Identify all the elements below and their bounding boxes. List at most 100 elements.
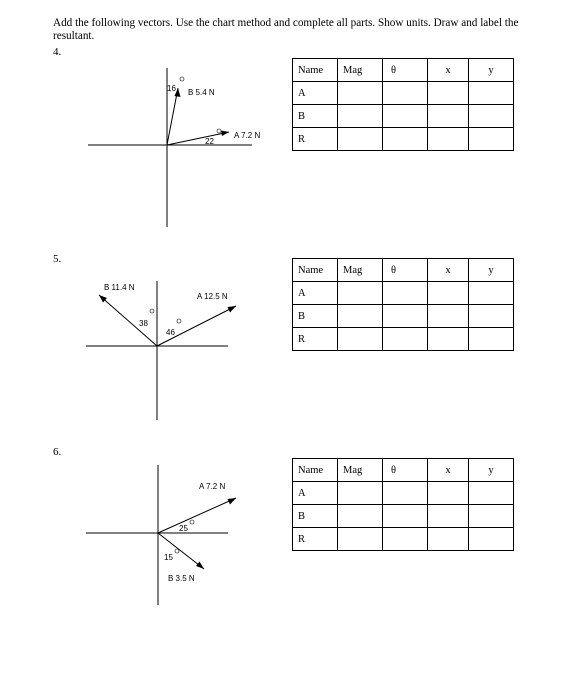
header-name: Name bbox=[292, 458, 338, 482]
cell-x[interactable] bbox=[427, 504, 469, 528]
instructions-text: Add the following vectors. Use the chart… bbox=[53, 17, 519, 42]
row-label: R bbox=[292, 127, 338, 151]
problem-number-5: 5. bbox=[53, 253, 62, 265]
header-y: y bbox=[468, 458, 514, 482]
vector-b-arrowhead bbox=[99, 295, 107, 303]
angle-label-a: 22 bbox=[205, 137, 214, 146]
degree-symbol bbox=[216, 128, 222, 134]
cell-mag[interactable] bbox=[337, 481, 383, 505]
table-header-row: Name Mag θ x y bbox=[292, 458, 514, 482]
cell-y[interactable] bbox=[468, 527, 514, 551]
degree-symbol bbox=[176, 318, 182, 324]
vector-chart-table-5: Name Mag θ x y A B R bbox=[292, 258, 514, 351]
cell-x[interactable] bbox=[427, 481, 469, 505]
magnitude-label-b: B 5.4 N bbox=[188, 88, 215, 97]
cell-y[interactable] bbox=[468, 127, 514, 151]
cell-theta[interactable] bbox=[382, 127, 428, 151]
vector-a-arrowhead bbox=[221, 130, 229, 136]
angle-label-b: 15 bbox=[164, 553, 173, 562]
header-theta: θ bbox=[382, 458, 428, 482]
row-label: A bbox=[292, 81, 338, 105]
cell-y[interactable] bbox=[468, 304, 514, 328]
cell-mag[interactable] bbox=[337, 81, 383, 105]
row-label: R bbox=[292, 527, 338, 551]
cell-mag[interactable] bbox=[337, 504, 383, 528]
vector-a-arrowhead bbox=[227, 306, 236, 313]
row-label: B bbox=[292, 104, 338, 128]
degree-symbol bbox=[189, 519, 195, 525]
vector-diagram-6: A 7.2 N 25 15 B 3.5 N bbox=[86, 465, 237, 605]
degree-symbol bbox=[149, 308, 155, 314]
header-theta: θ bbox=[382, 258, 428, 282]
cell-theta[interactable] bbox=[382, 281, 428, 305]
angle-label-b: 16 bbox=[167, 84, 176, 93]
cell-x[interactable] bbox=[427, 304, 469, 328]
magnitude-label-a: A 7.2 N bbox=[199, 482, 225, 491]
cell-y[interactable] bbox=[468, 504, 514, 528]
vector-b-arrowhead bbox=[196, 561, 204, 569]
cell-theta[interactable] bbox=[382, 304, 428, 328]
row-label: B bbox=[292, 304, 338, 328]
cell-mag[interactable] bbox=[337, 527, 383, 551]
vector-diagram-5: B 11.4 N A 12.5 N 38 46 bbox=[86, 281, 237, 420]
vector-b bbox=[98, 294, 158, 347]
cell-theta[interactable] bbox=[382, 481, 428, 505]
vector-chart-table-4: Name Mag θ x y A B R bbox=[292, 58, 514, 151]
cell-x[interactable] bbox=[427, 81, 469, 105]
angle-label-a: 25 bbox=[179, 524, 188, 533]
vector-a bbox=[166, 131, 230, 146]
cell-x[interactable] bbox=[427, 327, 469, 351]
cell-x[interactable] bbox=[427, 104, 469, 128]
cell-y[interactable] bbox=[468, 104, 514, 128]
table-row: R bbox=[292, 127, 514, 151]
cell-y[interactable] bbox=[468, 481, 514, 505]
table-row: A bbox=[292, 481, 514, 505]
table-row: B bbox=[292, 504, 514, 528]
header-x: x bbox=[427, 258, 469, 282]
vector-a bbox=[156, 305, 237, 347]
cell-x[interactable] bbox=[427, 281, 469, 305]
magnitude-label-a: A 12.5 N bbox=[197, 292, 228, 301]
header-mag: Mag bbox=[337, 458, 383, 482]
degree-symbol bbox=[179, 76, 185, 82]
cell-theta[interactable] bbox=[382, 327, 428, 351]
cell-y[interactable] bbox=[468, 81, 514, 105]
cell-mag[interactable] bbox=[337, 104, 383, 128]
table-header-row: Name Mag θ x y bbox=[292, 258, 514, 282]
table-row: B bbox=[292, 304, 514, 328]
header-y: y bbox=[468, 258, 514, 282]
vector-diagram-4: 16 B 5.4 N 22 A 7.2 N bbox=[88, 68, 260, 227]
header-name: Name bbox=[292, 58, 338, 82]
cell-mag[interactable] bbox=[337, 304, 383, 328]
cell-theta[interactable] bbox=[382, 81, 428, 105]
cell-mag[interactable] bbox=[337, 327, 383, 351]
vector-a-arrowhead bbox=[227, 498, 236, 505]
cell-mag[interactable] bbox=[337, 127, 383, 151]
cell-y[interactable] bbox=[468, 281, 514, 305]
vector-b-arrowhead bbox=[174, 88, 181, 97]
magnitude-label-a: A 7.2 N bbox=[234, 131, 260, 140]
magnitude-label-b: B 11.4 N bbox=[104, 283, 135, 292]
cell-x[interactable] bbox=[427, 127, 469, 151]
header-mag: Mag bbox=[337, 258, 383, 282]
table-row: A bbox=[292, 81, 514, 105]
row-label: A bbox=[292, 481, 338, 505]
row-label: R bbox=[292, 327, 338, 351]
row-label: A bbox=[292, 281, 338, 305]
table-header-row: Name Mag θ x y bbox=[292, 58, 514, 82]
cell-y[interactable] bbox=[468, 327, 514, 351]
header-name: Name bbox=[292, 258, 338, 282]
header-mag: Mag bbox=[337, 58, 383, 82]
cell-mag[interactable] bbox=[337, 281, 383, 305]
header-x: x bbox=[427, 458, 469, 482]
problem-number-4: 4. bbox=[53, 46, 62, 58]
cell-theta[interactable] bbox=[382, 504, 428, 528]
table-row: R bbox=[292, 527, 514, 551]
cell-theta[interactable] bbox=[382, 104, 428, 128]
cell-theta[interactable] bbox=[382, 527, 428, 551]
vector-b bbox=[166, 87, 179, 146]
cell-x[interactable] bbox=[427, 527, 469, 551]
vector-chart-table-6: Name Mag θ x y A B R bbox=[292, 458, 514, 551]
vector-b bbox=[157, 532, 205, 570]
table-row: B bbox=[292, 104, 514, 128]
